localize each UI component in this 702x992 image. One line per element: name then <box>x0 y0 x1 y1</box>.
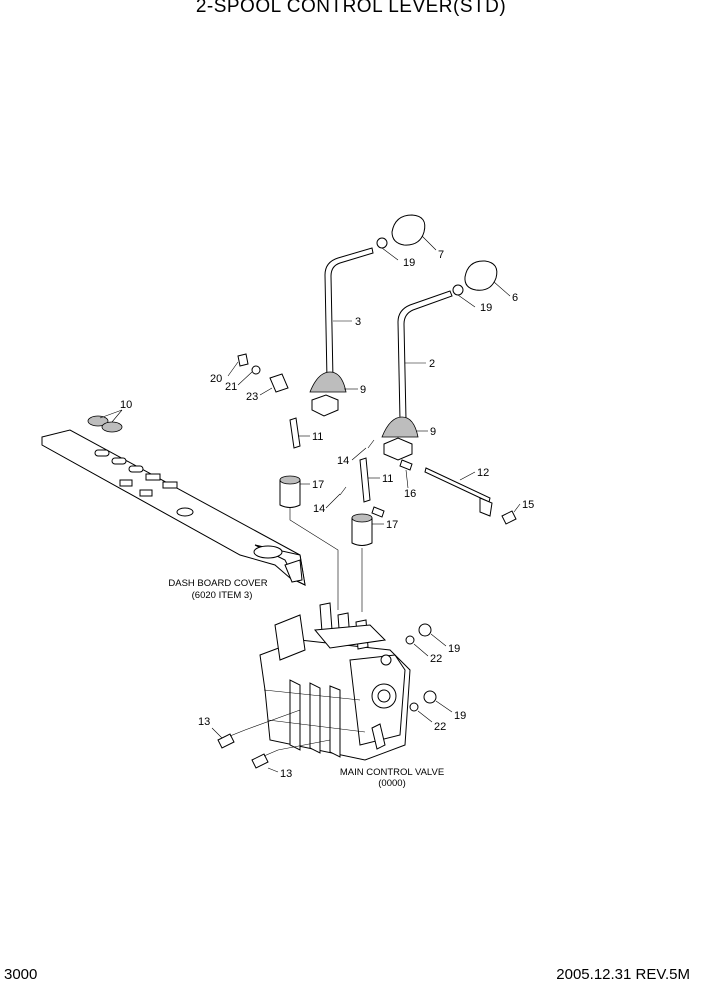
main-control-valve-caption: MAIN CONTROL VALVE <box>340 767 444 778</box>
callout-7: 7 <box>438 249 444 261</box>
callout-10: 10 <box>120 399 132 411</box>
boot-17-a <box>279 475 339 610</box>
callout-19-b: 19 <box>480 302 492 314</box>
callout-21: 21 <box>225 381 237 393</box>
callout-3: 3 <box>355 316 361 328</box>
cap-set <box>87 409 123 433</box>
callout-22-a: 22 <box>430 653 442 665</box>
page-title: 2-SPOOL CONTROL LEVER(STD) <box>195 0 507 17</box>
callout-14-a: 14 <box>337 455 349 467</box>
callout-19-d: 19 <box>454 710 466 722</box>
callout-14-b: 14 <box>313 503 325 515</box>
dash-board-cover <box>41 429 306 586</box>
boot-17-b <box>351 513 384 612</box>
bolts-13 <box>211 709 331 773</box>
small-parts-20-21-23 <box>227 353 289 396</box>
callout-20: 20 <box>210 373 222 385</box>
bolt-15 <box>501 503 521 525</box>
callout-13-b: 13 <box>280 768 292 780</box>
callout-17-b: 17 <box>386 519 398 531</box>
callout-9-a: 9 <box>360 384 366 396</box>
rod-12 <box>424 467 493 517</box>
lever-3 <box>309 247 374 417</box>
callout-11-a: 11 <box>312 431 323 443</box>
callout-11-b: 11 <box>382 473 393 485</box>
dash-board-cover-ref: (6020 ITEM 3) <box>192 590 253 601</box>
link-11-b <box>359 457 380 503</box>
main-control-valve <box>259 602 411 761</box>
link-11-a <box>289 417 310 449</box>
callout-17-a: 17 <box>312 479 324 491</box>
callout-16: 16 <box>404 488 416 500</box>
callout-19-a: 19 <box>403 257 415 269</box>
lever-2 <box>381 290 453 461</box>
revision-label: 2005.12.31 REV.5M <box>556 966 690 983</box>
main-control-valve-ref: (0000) <box>378 778 405 789</box>
valve-fittings <box>405 623 453 723</box>
nuts-19-top <box>376 237 476 308</box>
page-number: 3000 <box>4 966 38 983</box>
callout-15: 15 <box>522 499 534 511</box>
callout-19-c: 19 <box>448 643 460 655</box>
callout-12: 12 <box>477 467 489 479</box>
callout-9-b: 9 <box>430 426 436 438</box>
knob-7 <box>391 214 437 251</box>
callout-22-b: 22 <box>434 721 446 733</box>
callout-6: 6 <box>512 292 518 304</box>
callout-2: 2 <box>429 358 435 370</box>
pins-14 <box>325 439 375 509</box>
pins-16 <box>371 459 413 518</box>
knob-6 <box>464 260 511 297</box>
dash-board-cover-caption: DASH BOARD COVER <box>168 578 267 589</box>
callout-23: 23 <box>246 391 258 403</box>
callout-13-a: 13 <box>198 716 210 728</box>
